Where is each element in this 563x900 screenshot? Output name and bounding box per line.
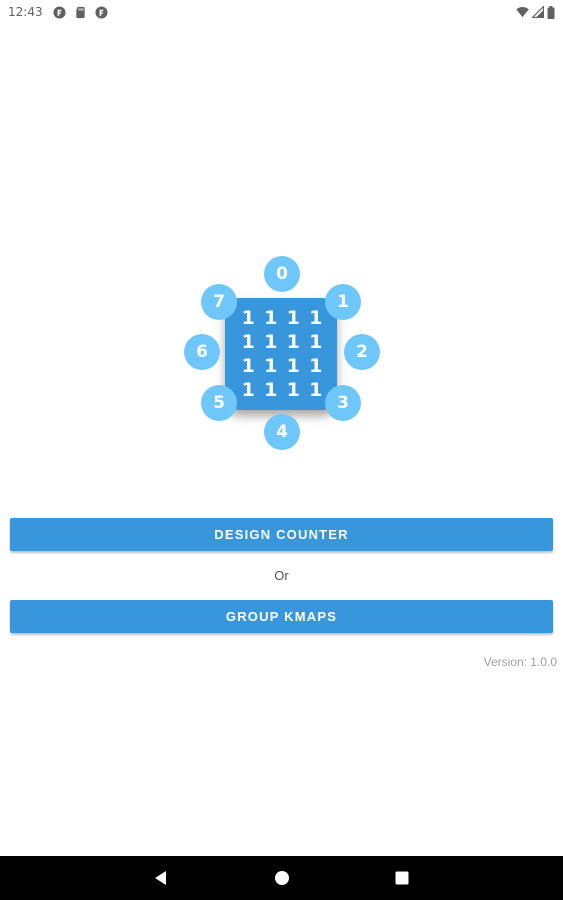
kmap-bit: 1 bbox=[309, 355, 323, 377]
state-bubble-1: 1 bbox=[325, 284, 361, 320]
kmap-bit: 1 bbox=[241, 355, 255, 377]
state-bubble-2: 2 bbox=[344, 334, 380, 370]
kmap-bit: 1 bbox=[241, 307, 255, 329]
app-logo: 1 1 1 1 1 1 1 1 1 1 1 1 1 1 1 1 0 1 2 3 … bbox=[180, 253, 384, 453]
or-separator: Or bbox=[274, 568, 289, 583]
kmap-bit: 1 bbox=[309, 379, 323, 401]
status-left: 12:43 bbox=[8, 5, 108, 19]
battery-icon bbox=[547, 5, 555, 19]
kmap-bit: 1 bbox=[264, 331, 278, 353]
kmap-bit: 1 bbox=[309, 331, 323, 353]
state-bubble-6: 6 bbox=[184, 334, 220, 370]
kmap-bit: 1 bbox=[286, 355, 300, 377]
state-bubble-4: 4 bbox=[264, 414, 300, 450]
kmap-bit: 1 bbox=[286, 331, 300, 353]
back-icon[interactable] bbox=[151, 868, 171, 888]
navigation-bar bbox=[0, 856, 563, 900]
kmap-grid-tile: 1 1 1 1 1 1 1 1 1 1 1 1 1 1 1 1 bbox=[225, 298, 337, 410]
kmap-bit: 1 bbox=[264, 307, 278, 329]
state-bubble-0: 0 bbox=[264, 256, 300, 292]
sd-card-icon bbox=[75, 6, 85, 18]
status-bar: 12:43 bbox=[0, 0, 563, 24]
kmap-bit: 1 bbox=[241, 331, 255, 353]
kmap-bit: 1 bbox=[241, 379, 255, 401]
app-notification-icon bbox=[95, 5, 108, 19]
recents-icon[interactable] bbox=[392, 868, 412, 888]
app-notification-icon bbox=[53, 5, 66, 19]
design-counter-button[interactable]: DESIGN COUNTER bbox=[10, 518, 553, 551]
state-bubble-5: 5 bbox=[201, 385, 237, 421]
kmap-bit-grid: 1 1 1 1 1 1 1 1 1 1 1 1 1 1 1 1 bbox=[237, 306, 327, 402]
status-right bbox=[516, 5, 555, 19]
cell-signal-icon bbox=[532, 6, 544, 18]
wifi-icon bbox=[516, 7, 529, 18]
group-kmaps-button[interactable]: GROUP KMAPS bbox=[10, 600, 553, 633]
kmap-bit: 1 bbox=[309, 307, 323, 329]
version-label: Version: 1.0.0 bbox=[483, 655, 557, 669]
state-bubble-3: 3 bbox=[325, 385, 361, 421]
state-bubble-7: 7 bbox=[201, 284, 237, 320]
kmap-bit: 1 bbox=[286, 379, 300, 401]
kmap-bit: 1 bbox=[264, 379, 278, 401]
kmap-bit: 1 bbox=[264, 355, 278, 377]
home-icon[interactable] bbox=[272, 868, 292, 888]
kmap-bit: 1 bbox=[286, 307, 300, 329]
status-time: 12:43 bbox=[8, 5, 43, 19]
